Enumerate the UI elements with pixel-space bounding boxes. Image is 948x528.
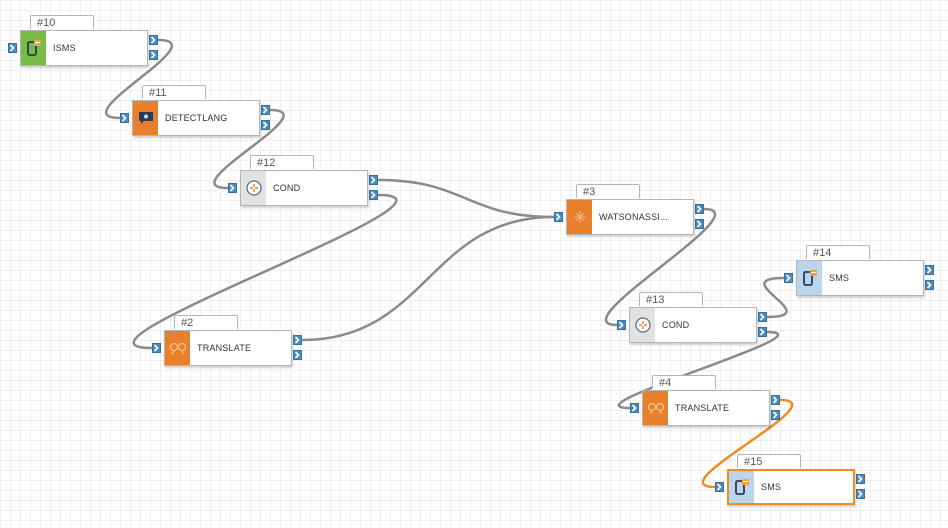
phone-icon (797, 261, 822, 295)
chat-icon (133, 101, 158, 135)
output-port[interactable] (293, 335, 302, 345)
input-port[interactable] (617, 320, 626, 330)
node-label: TRANSLATE (675, 403, 730, 413)
input-port[interactable] (120, 113, 129, 123)
node-id-tab: #3 (576, 184, 640, 198)
output-port[interactable] (261, 120, 270, 130)
condition-icon (630, 308, 655, 342)
input-port[interactable] (8, 43, 17, 53)
node-body[interactable]: TRANSLATE (642, 390, 770, 426)
input-port[interactable] (630, 403, 639, 413)
connection-wire[interactable] (301, 215, 555, 342)
node-id-tab: #12 (250, 155, 314, 169)
assistant-icon (567, 200, 592, 234)
connection-wire[interactable] (763, 276, 788, 319)
node-label: COND (273, 183, 301, 193)
output-port[interactable] (695, 204, 704, 214)
node-id-tab: #11 (142, 85, 206, 99)
output-port[interactable] (369, 175, 378, 185)
output-port[interactable] (771, 395, 780, 405)
output-port[interactable] (369, 190, 378, 200)
node-label: SMS (829, 273, 850, 283)
node-body[interactable]: SMS (727, 469, 855, 505)
node-label: TRANSLATE (197, 343, 252, 353)
node-id-tab: #2 (174, 315, 238, 329)
output-port[interactable] (758, 327, 767, 337)
input-port[interactable] (228, 183, 237, 193)
node-id-tab: #13 (639, 292, 703, 306)
node-body[interactable]: TRANSLATE (164, 330, 292, 366)
node-label: WATSONASSI... (599, 212, 669, 222)
output-port[interactable] (695, 219, 704, 229)
node-id-tab: #15 (737, 454, 801, 468)
input-port[interactable] (715, 482, 724, 492)
phone-icon (729, 471, 754, 503)
translate-icon (165, 331, 190, 365)
output-port[interactable] (149, 50, 158, 60)
output-port[interactable] (293, 350, 302, 360)
phone-icon (21, 31, 46, 65)
node-body[interactable]: DETECTLANG (132, 100, 260, 136)
node-id-tab: #14 (806, 245, 870, 259)
node-label: DETECTLANG (165, 113, 228, 123)
node-label: COND (662, 320, 690, 330)
node-body[interactable]: SMS (796, 260, 924, 296)
condition-icon (241, 171, 266, 205)
output-port[interactable] (925, 265, 934, 275)
node-label: ISMS (53, 43, 76, 53)
output-port[interactable] (758, 312, 767, 322)
input-port[interactable] (152, 343, 161, 353)
node-body[interactable]: WATSONASSI... (566, 199, 694, 235)
node-body[interactable]: ISMS (20, 30, 148, 66)
node-id-tab: #4 (652, 375, 716, 389)
input-port[interactable] (554, 212, 563, 222)
node-id-tab: #10 (30, 15, 94, 29)
output-port[interactable] (925, 280, 934, 290)
connection-wire[interactable] (377, 178, 555, 219)
output-port[interactable] (856, 474, 865, 484)
output-port[interactable] (149, 35, 158, 45)
output-port[interactable] (261, 105, 270, 115)
output-port[interactable] (856, 489, 865, 499)
input-port[interactable] (784, 273, 793, 283)
output-port[interactable] (771, 410, 780, 420)
node-body[interactable]: COND (240, 170, 368, 206)
node-label: SMS (761, 482, 782, 492)
translate-icon (643, 391, 668, 425)
node-body[interactable]: COND (629, 307, 757, 343)
